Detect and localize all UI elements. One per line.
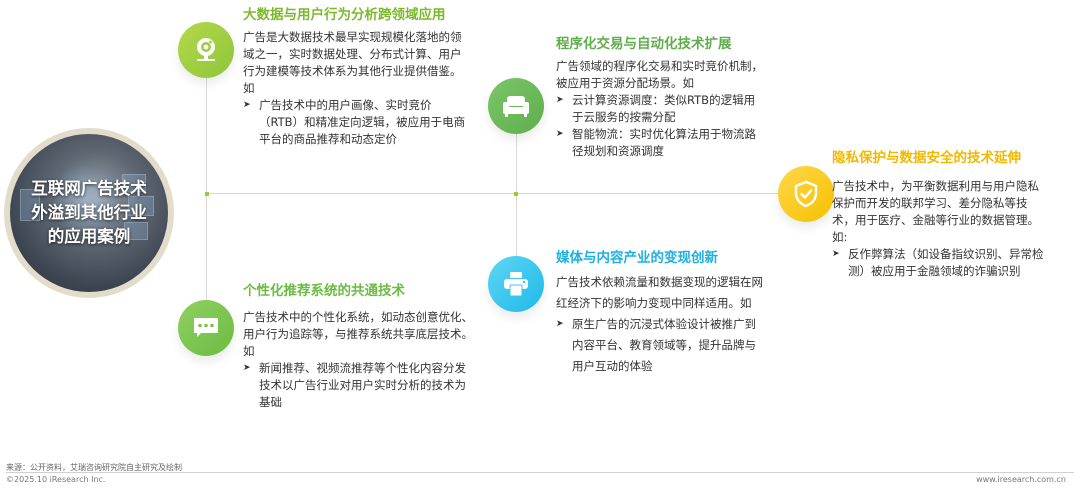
vertical-connector-2 [516,118,517,258]
source-note: 来源：公开资料，艾瑞咨询研究院自主研究及绘制 [6,463,182,472]
case-media: 媒体与内容产业的变现创新 广告技术依赖流量和数据变现的逻辑在网红经济下的影响力变… [556,249,766,377]
case-big-data: 大数据与用户行为分析跨领域应用 广告是大数据技术最早实现规模化落地的领域之一，实… [243,6,469,148]
case-body: 广告领域的程序化交易和实时竞价机制，被应用于资源分配场景。如 [556,59,763,90]
bullet-text: 云计算资源调度：类似RTB的逻辑用于云服务的按需分配 [572,93,756,124]
shield-icon-badge [778,166,834,222]
case-recommendation: 个性化推荐系统的共通技术 广告技术中的个性化系统，如动态创意优化、用户行为追踪等… [243,282,473,411]
bullet-text: 广告技术中的用户画像、实时竞价（RTB）和精准定向逻辑，被应用于电商平台的商品推… [259,98,466,146]
hub-title-line-3: 的应用案例 [47,227,131,246]
website-link[interactable]: www.iresearch.com.cn [976,475,1066,484]
bullet-text: 智能物流：实时优化算法用于物流路径规划和资源调度 [572,127,756,158]
case-bullet: ➤ 原生广告的沉浸式体验设计被推广到内容平台、教育领域等，提升品牌与用户互动的体… [556,314,766,377]
hub-circle: 互联网广告技术 外溢到其他行业 的应用案例 [4,128,174,298]
case-bullet: ➤ 广告技术中的用户画像、实时竞价（RTB）和精准定向逻辑，被应用于电商平台的商… [243,97,469,148]
footer-divider [6,472,1074,473]
bullet-arrow-icon: ➤ [243,363,251,373]
case-bullet: ➤ 云计算资源调度：类似RTB的逻辑用于云服务的按需分配 [556,92,766,126]
printer-icon-badge [488,256,544,312]
bullet-text: 原生广告的沉浸式体验设计被推广到内容平台、教育领域等，提升品牌与用户互动的体验 [572,317,756,373]
node-dot-2 [514,192,518,196]
bullet-arrow-icon: ➤ [556,319,564,329]
case-bullet: ➤ 反作弊算法（如设备指纹识别、异常检测）被应用于金融领域的诈骗识别 [832,246,1047,280]
horizontal-connector [205,193,795,194]
sofa-icon-badge [488,78,544,134]
webcam-icon [197,38,215,61]
case-title: 媒体与内容产业的变现创新 [556,250,718,266]
case-bullet: ➤ 智能物流：实时优化算法用于物流路径规划和资源调度 [556,126,766,160]
shield-check-icon [794,180,818,208]
case-title: 程序化交易与自动化技术扩展 [556,36,732,52]
case-title: 个性化推荐系统的共通技术 [243,283,405,299]
case-title: 大数据与用户行为分析跨领域应用 [243,7,446,23]
printer-icon [504,272,528,297]
copyright: ©2025.10 iResearch Inc. [6,475,106,484]
sofa-icon [503,96,529,117]
case-body: 广告技术中的个性化系统，如动态创意优化、用户行为追踪等，与推荐系统共享底层技术。… [243,310,473,358]
bullet-arrow-icon: ➤ [556,95,564,105]
node-dot-1 [205,192,209,196]
bullet-arrow-icon: ➤ [243,100,251,110]
bullet-text: 新闻推荐、视频流推荐等个性化内容分发技术以广告行业对用户实时分析的技术为基础 [259,361,466,409]
bullet-text: 反作弊算法（如设备指纹识别、异常检测）被应用于金融领域的诈骗识别 [848,247,1044,278]
case-body: 广告技术依赖流量和数据变现的逻辑在网红经济下的影响力变现中同样适用。如 [556,275,763,310]
hub-title-line-1: 互联网广告技术 [31,179,147,198]
hub-title-line-2: 外溢到其他行业 [31,203,147,222]
case-body: 广告是大数据技术最早实现规模化落地的领域之一，实时数据处理、分布式计算、用户行为… [243,30,462,95]
case-title: 隐私保护与数据安全的技术延伸 [832,150,1021,166]
case-privacy: 隐私保护与数据安全的技术延伸 广告技术中，为平衡数据利用与用户隐私保护而开发的联… [832,149,1047,280]
hub-image: 互联网广告技术 外溢到其他行业 的应用案例 [10,134,168,292]
chat-icon-badge [178,300,234,356]
bullet-arrow-icon: ➤ [556,129,564,139]
webcam-icon-badge [178,22,234,78]
case-bullet: ➤ 新闻推荐、视频流推荐等个性化内容分发技术以广告行业对用户实时分析的技术为基础 [243,360,473,411]
chat-bubble-icon [194,318,218,337]
bullet-arrow-icon: ➤ [832,249,840,259]
case-programmatic: 程序化交易与自动化技术扩展 广告领域的程序化交易和实时竞价机制，被应用于资源分配… [556,35,766,160]
case-body: 广告技术中，为平衡数据利用与用户隐私保护而开发的联邦学习、差分隐私等技术，用于医… [832,179,1039,244]
hub-title: 互联网广告技术 外溢到其他行业 的应用案例 [10,134,168,292]
